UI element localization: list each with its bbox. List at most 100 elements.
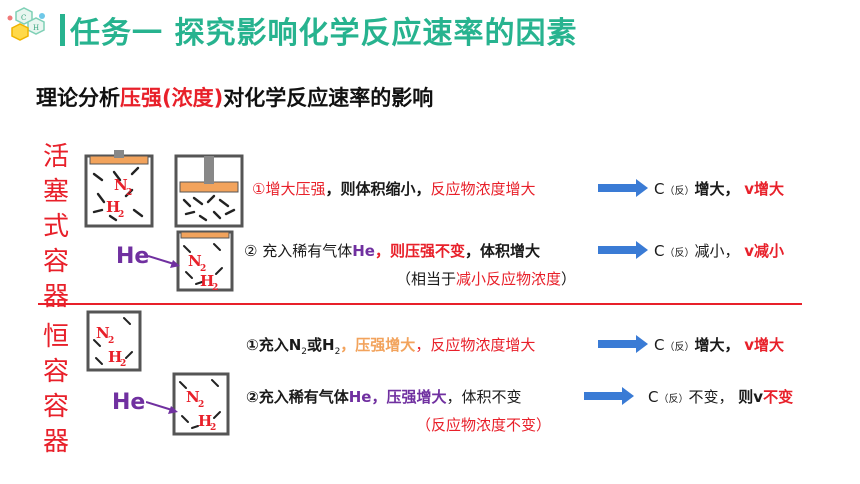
n2-subscript: 2 bbox=[198, 400, 204, 410]
rate-text: v减小 bbox=[744, 242, 785, 260]
rate-symbol: v bbox=[753, 388, 764, 406]
n2-label: N bbox=[114, 176, 128, 194]
change-text: 增大， bbox=[694, 336, 740, 354]
label-char: 容 bbox=[42, 247, 69, 277]
change-text: 不变， bbox=[688, 388, 734, 406]
gas-text: He bbox=[352, 242, 375, 260]
result-arrow-icon bbox=[598, 241, 648, 259]
piston-row-2: ② 充入稀有气体He，则压强不变，体积增大 bbox=[244, 240, 540, 261]
n2-subscript: 2 bbox=[200, 264, 206, 274]
cause-text: 增大压强 bbox=[265, 180, 326, 198]
cause-text: ，压强增大 bbox=[371, 388, 447, 406]
constant-row-1: ①充入N2或H2，压强增大，反应物浓度增大 bbox=[246, 334, 535, 357]
concentration-subscript: （反） bbox=[664, 342, 695, 353]
piston-row-2-note: （相当于减小反应物浓度） bbox=[396, 268, 576, 289]
circled-number: ② bbox=[246, 388, 259, 406]
circled-number: ① bbox=[252, 180, 266, 198]
svg-text:C: C bbox=[21, 14, 26, 22]
label-char: 式 bbox=[42, 212, 69, 242]
result-arrow-icon bbox=[584, 387, 634, 405]
page-title: 任务一 探究影响化学反应速率的因素 bbox=[70, 16, 578, 51]
effect-text: ，反应物浓度增大 bbox=[415, 336, 536, 354]
subscript: 2 bbox=[334, 347, 341, 357]
constant-row-2-note: （反应物浓度不变） bbox=[416, 414, 551, 435]
effect-text: 反应物浓度增大 bbox=[430, 180, 536, 198]
note-highlight: 减小反应物浓度 bbox=[456, 270, 562, 288]
h2-label: H bbox=[108, 348, 122, 366]
cause-text: ，则压强不变 bbox=[374, 242, 465, 260]
action-text: 充入N bbox=[258, 336, 302, 354]
h2-label: H bbox=[106, 198, 120, 216]
n2-label: N bbox=[188, 252, 202, 270]
n2-label: N bbox=[186, 388, 200, 406]
middle-text: ，则体积缩小， bbox=[325, 180, 431, 198]
label-char: 塞 bbox=[42, 177, 69, 207]
middle-text: ，体积不变 bbox=[446, 388, 522, 406]
concentration-subscript: （反） bbox=[664, 186, 695, 197]
he-label: He bbox=[116, 244, 150, 269]
compressed-piston-diagram bbox=[174, 154, 244, 228]
change-text: 增大， bbox=[694, 180, 740, 198]
label-char: 器 bbox=[42, 282, 69, 312]
rate-text: v增大 bbox=[744, 336, 785, 354]
n2-subscript: 2 bbox=[108, 336, 114, 346]
he-arrow-icon bbox=[148, 255, 180, 268]
constant-volume-diagram: N 2 H 2 bbox=[86, 310, 142, 372]
note-close: ） bbox=[536, 416, 552, 434]
concentration-subscript: （反） bbox=[664, 248, 695, 259]
piston-row-1-result: C（反）增大， v增大 bbox=[654, 178, 784, 199]
section-subtitle: 理论分析压强(浓度)对化学反应速率的影响 bbox=[36, 82, 433, 112]
middle-text: ，体积增大 bbox=[465, 242, 541, 260]
title-bar: C H 任务一 探究影响化学反应速率的因素 bbox=[0, 0, 860, 60]
piston-he-diagram: N 2 H 2 bbox=[176, 230, 234, 292]
h2-subscript: 2 bbox=[212, 283, 218, 292]
n2-subscript: 2 bbox=[126, 188, 132, 198]
rate-text: 不变 bbox=[763, 388, 794, 406]
gas-text: He bbox=[348, 388, 372, 406]
label-char: 容 bbox=[42, 357, 69, 387]
action-text: 充入稀有气体 bbox=[258, 388, 349, 406]
h2-label: H bbox=[198, 412, 212, 430]
label-char: 器 bbox=[42, 427, 69, 457]
action-text: 充入稀有气体 bbox=[262, 242, 353, 260]
h2-subscript: 2 bbox=[118, 210, 124, 220]
constant-row-2-result: C（反）不变， 则v不变 bbox=[648, 386, 793, 407]
rate-text: v增大 bbox=[744, 180, 785, 198]
subtitle-highlight: 压强(浓度) bbox=[120, 86, 224, 110]
change-text: 减小， bbox=[694, 242, 740, 260]
concentration-subscript: （反） bbox=[658, 394, 689, 405]
concentration-symbol: C bbox=[648, 388, 659, 406]
concentration-symbol: C bbox=[654, 336, 665, 354]
note-close: ） bbox=[561, 270, 577, 288]
he-label: He bbox=[112, 390, 146, 415]
concentration-symbol: C bbox=[654, 180, 665, 198]
title-separator bbox=[60, 14, 65, 46]
n2-label: N bbox=[96, 324, 110, 342]
cause-text: ，压强增大 bbox=[340, 336, 416, 354]
concentration-symbol: C bbox=[654, 242, 665, 260]
piston-container-label: 活 塞 式 容 器 bbox=[38, 140, 74, 315]
circled-number: ① bbox=[246, 336, 259, 354]
piston-row-2-result: C（反）减小， v减小 bbox=[654, 240, 784, 261]
note-open: （相当于 bbox=[396, 270, 457, 288]
constant-row-1-result: C（反）增大， v增大 bbox=[654, 334, 784, 355]
label-char: 活 bbox=[42, 142, 69, 172]
constant-volume-he-diagram: N 2 H 2 bbox=[172, 372, 230, 436]
molecule-logo-icon: C H bbox=[7, 7, 45, 41]
he-arrow-icon bbox=[146, 401, 178, 414]
note-highlight: 反应物浓度不变 bbox=[431, 416, 537, 434]
piston-container-diagram: N 2 H 2 bbox=[84, 150, 154, 228]
section-divider bbox=[38, 303, 802, 305]
h2-subscript: 2 bbox=[120, 359, 126, 369]
subtitle-suffix: 对化学反应速率的影响 bbox=[223, 86, 434, 110]
or-text: 或H bbox=[307, 336, 335, 354]
subscript: 2 bbox=[301, 347, 307, 357]
result-arrow-icon bbox=[598, 335, 648, 353]
then-text: 则 bbox=[738, 388, 754, 406]
svg-text:H: H bbox=[33, 24, 39, 32]
constant-row-2: ②充入稀有气体He，压强增大，体积不变 bbox=[246, 386, 521, 407]
constant-volume-container-label: 恒 容 容 器 bbox=[38, 320, 74, 460]
circled-number: ② bbox=[244, 242, 258, 260]
note-open: （ bbox=[416, 416, 432, 434]
piston-row-1: ①增大压强，则体积缩小，反应物浓度增大 bbox=[252, 178, 536, 199]
